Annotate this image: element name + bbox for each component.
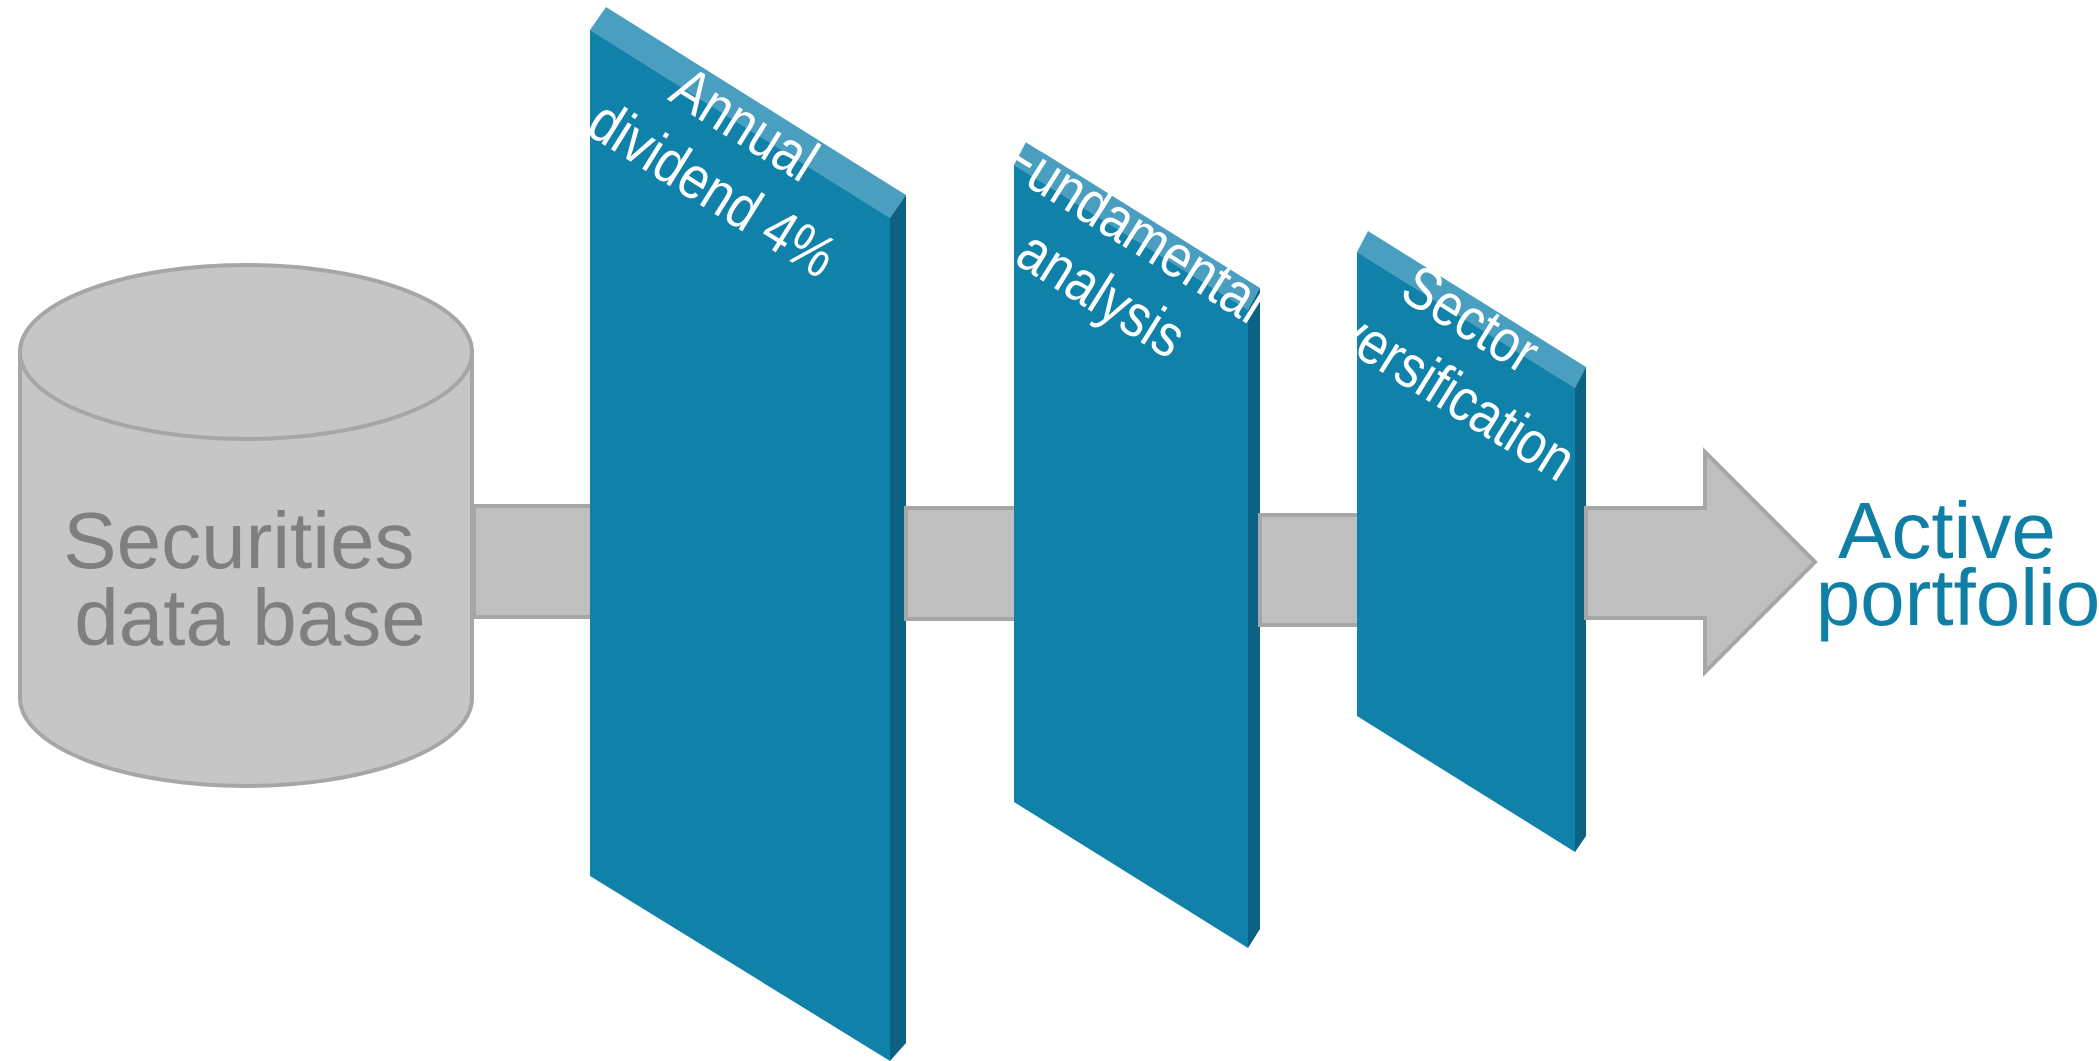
panel-2-side — [1248, 288, 1260, 948]
cylinder-body — [18, 350, 474, 788]
panel-2-front — [1014, 165, 1248, 948]
database-cylinder: Securities data base — [18, 263, 474, 788]
panel-3-front — [1357, 252, 1575, 852]
panel-1-side — [890, 195, 906, 1061]
panel-1-front — [590, 30, 890, 1061]
database-label-line1: Securities — [63, 496, 414, 585]
output-label: Active portfolio — [1816, 486, 2099, 642]
filter-panel-2: Fundamental analysis — [990, 122, 1278, 948]
panel-3-top — [1357, 231, 1586, 388]
output-arrow — [1584, 447, 1818, 677]
panel-1-top — [590, 7, 906, 218]
database-label-line2: data base — [74, 573, 425, 662]
output-label-line2: portfolio — [1816, 553, 2099, 642]
panel-2-top — [1014, 142, 1260, 310]
panel-3-side — [1575, 367, 1586, 852]
filter-panel-1: Annual dividend 4% — [577, 7, 906, 1061]
cylinder-top — [18, 263, 474, 441]
filter-panel-3: Sector diversification — [1290, 231, 1587, 852]
output-label-line1: Active — [1838, 486, 2056, 575]
svg-text:Securities data base: Securities data base — [63, 496, 436, 662]
